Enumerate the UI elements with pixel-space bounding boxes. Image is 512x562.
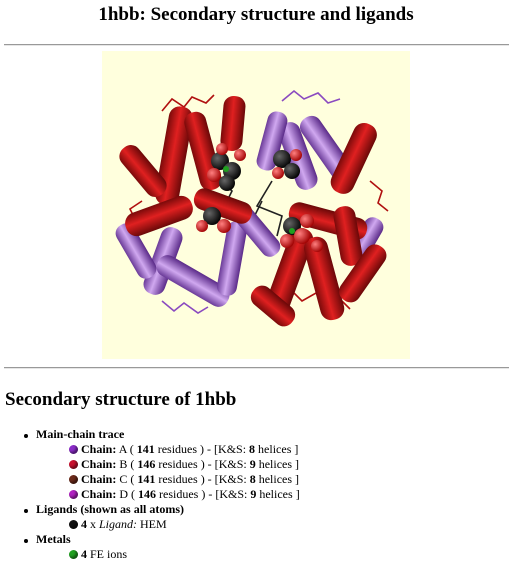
- chain-c-color-ball: [69, 475, 78, 484]
- metals-heading: Metals: [36, 532, 71, 546]
- main-chain-heading: Main-chain trace: [36, 427, 125, 441]
- metal-row: 4 FE ions: [69, 547, 127, 562]
- chain-row-a: Chain: A ( 141 residues ) - [K&S: 8 heli…: [69, 442, 298, 457]
- list-bullet: [24, 434, 28, 438]
- list-bullet: [24, 509, 28, 513]
- protein-ribbon-graphic: [115, 89, 389, 327]
- section-title: Secondary structure of 1hbb: [5, 389, 237, 410]
- chain-row-d: Chain: D ( 146 residues ) - [K&S: 9 heli…: [69, 487, 300, 502]
- middle-divider: [4, 367, 509, 369]
- chain-row-b: Chain: B ( 146 residues ) - [K&S: 9 heli…: [69, 457, 299, 472]
- top-divider: [4, 44, 509, 46]
- chain-a-color-ball: [69, 445, 78, 454]
- chain-b-color-ball: [69, 460, 78, 469]
- chain-d-color-ball: [69, 490, 78, 499]
- metal-color-ball: [69, 550, 78, 559]
- page-title: 1hbb: Secondary structure and ligands: [98, 4, 414, 25]
- ligands-heading: Ligands (shown as all atoms): [36, 502, 185, 516]
- structure-image: [102, 51, 410, 359]
- list-bullet: [24, 539, 28, 543]
- chain-row-c: Chain: C ( 141 residues ) - [K&S: 8 heli…: [69, 472, 299, 487]
- ligand-color-ball: [69, 520, 78, 529]
- ligand-row: 4 x Ligand: HEM: [69, 517, 167, 532]
